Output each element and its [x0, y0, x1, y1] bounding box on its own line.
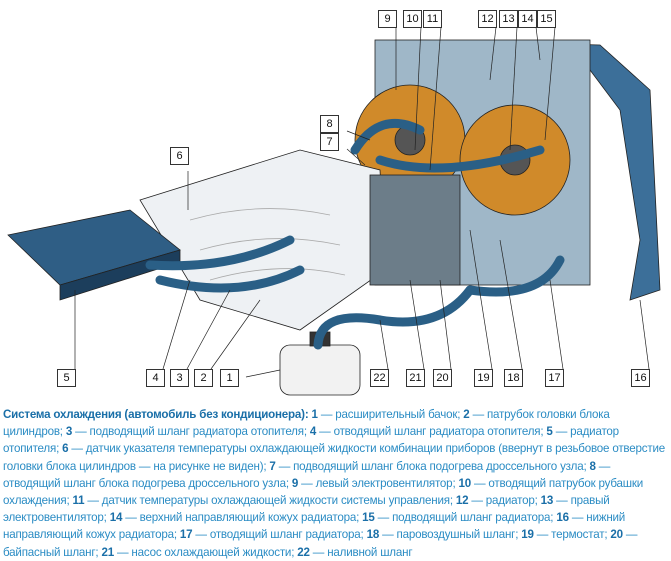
label-3: 3 — [170, 369, 189, 387]
figure-caption: Система охлаждения (автомобиль без конди… — [3, 408, 665, 559]
label-8: 8 — [320, 115, 339, 133]
caption-item-number: 2 — [463, 408, 470, 421]
label-6: 6 — [170, 147, 189, 165]
label-9: 9 — [378, 10, 397, 28]
caption-item-text: отводящий патрубок рубашки охлаждения — [3, 476, 644, 508]
caption-item-number: 10 — [458, 476, 471, 490]
caption-item-text: отводящий шланг радиатора — [209, 528, 361, 542]
caption-item-number: 4 — [309, 425, 317, 439]
caption-item-number: 5 — [546, 425, 553, 439]
hose-4 — [145, 235, 295, 271]
caption-item-number: 11 — [72, 494, 85, 508]
caption-title: Система охлаждения (автомобиль без конди… — [3, 408, 309, 421]
caption-item-number: 3 — [65, 425, 73, 439]
caption-item-number: 14 — [109, 511, 123, 525]
caption-item-text: радиатор отопителя — [3, 425, 619, 456]
caption-item-text: расширительный бачок — [335, 408, 458, 421]
caption-item-number: 20 — [610, 528, 623, 542]
caption-item-number: 15 — [362, 511, 375, 525]
label-2: 2 — [194, 369, 213, 387]
caption-item-number: 18 — [366, 528, 380, 542]
caption-item-number: 8 — [589, 459, 596, 473]
hose-3 — [155, 265, 305, 293]
caption-item-text: левый электровентилятор — [315, 476, 453, 490]
caption-item-text: подводящий шланг радиатора — [392, 511, 551, 525]
caption-item-number: 12 — [455, 494, 469, 508]
caption-item-text: байпасный шланг — [3, 545, 96, 559]
label-4: 4 — [146, 369, 165, 387]
caption-item-text: паровоздушный шланг — [396, 528, 516, 542]
label-5: 5 — [57, 369, 76, 387]
caption-item-text: термостат — [551, 528, 605, 542]
intake-manifold — [139, 149, 386, 331]
caption-item-number: 22 — [297, 545, 310, 559]
caption-item-text: отводящий шланг радиатора отопителя — [333, 425, 541, 439]
caption-item-number: 19 — [521, 528, 534, 542]
caption-item-text: насос охлаждающей жидкости — [131, 545, 292, 559]
label-11: 11 — [423, 10, 442, 28]
label-10: 10 — [403, 10, 422, 28]
caption-item-number: 1 — [311, 408, 318, 421]
caption-item-number: 9 — [291, 476, 299, 490]
hose-8 — [350, 118, 425, 155]
caption-item-text: подводящий шланг блока подогрева дроссел… — [293, 459, 584, 473]
caption-item-number: 17 — [179, 528, 193, 542]
caption-item-number: 7 — [269, 459, 276, 473]
caption-item-text: датчик указателя температуры охлаждающей… — [3, 442, 665, 473]
label-17: 17 — [545, 369, 564, 387]
expansion-tank — [279, 344, 361, 396]
label-14: 14 — [518, 10, 537, 28]
cooling-system-illustration — [7, 26, 661, 396]
caption-item-text: патрубок головки блока цилиндров — [3, 408, 610, 439]
label-16: 16 — [631, 369, 650, 387]
label-13: 13 — [499, 10, 518, 28]
pump-housing — [369, 174, 461, 286]
caption-item-text: радиатор — [485, 494, 535, 508]
label-20: 20 — [433, 369, 452, 387]
label-18: 18 — [504, 369, 523, 387]
hose-15 — [375, 145, 545, 173]
caption-item-text: отводящий шланг блока подогрева дроссель… — [3, 476, 286, 490]
caption-item-text: датчик температуры охлаждающей жидкости … — [101, 494, 450, 508]
caption-item-text: подводящий шланг радиатора отопителя — [89, 425, 305, 439]
label-1: 1 — [220, 369, 239, 387]
label-15: 15 — [537, 10, 556, 28]
label-19: 19 — [474, 369, 493, 387]
label-22: 22 — [370, 369, 389, 387]
caption-item-text: верхний направляющий кожух радиатора — [139, 511, 357, 525]
caption-item-text: наливной шланг — [327, 545, 413, 559]
hose-17 — [465, 255, 565, 297]
label-7: 7 — [320, 133, 339, 151]
caption-item-number: 6 — [62, 442, 69, 456]
label-12: 12 — [478, 10, 497, 28]
caption-item-number: 13 — [540, 494, 554, 508]
caption-item-number: 21 — [101, 545, 114, 559]
label-21: 21 — [406, 369, 425, 387]
caption-item-number: 16 — [556, 511, 569, 525]
